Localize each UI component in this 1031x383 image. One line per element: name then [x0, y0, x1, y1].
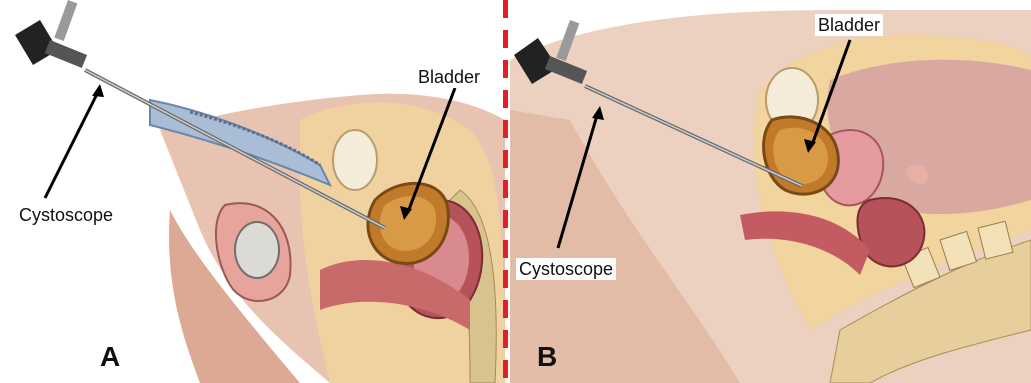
panel-b-illustration: [510, 0, 1031, 383]
panel-letter: B: [537, 342, 557, 372]
panel-divider: [503, 0, 508, 383]
cystoscope-label: Cystoscope: [516, 258, 616, 280]
cystoscope-arrowhead-a: [92, 84, 104, 97]
panel-a: Cystoscope Bladder A: [0, 0, 505, 383]
cystoscope-label: Cystoscope: [16, 204, 116, 226]
pubic-bone: [333, 130, 377, 190]
panel-b: Cystoscope Bladder B: [510, 0, 1031, 383]
bladder-label: Bladder: [815, 14, 883, 36]
panel-letter: A: [100, 342, 120, 372]
bladder-label: Bladder: [415, 66, 483, 88]
panel-a-illustration: [0, 0, 505, 383]
cystoscope-pointer-a: [45, 88, 100, 198]
testis: [235, 222, 279, 278]
cystoscope-eyepiece-a: [15, 0, 87, 68]
